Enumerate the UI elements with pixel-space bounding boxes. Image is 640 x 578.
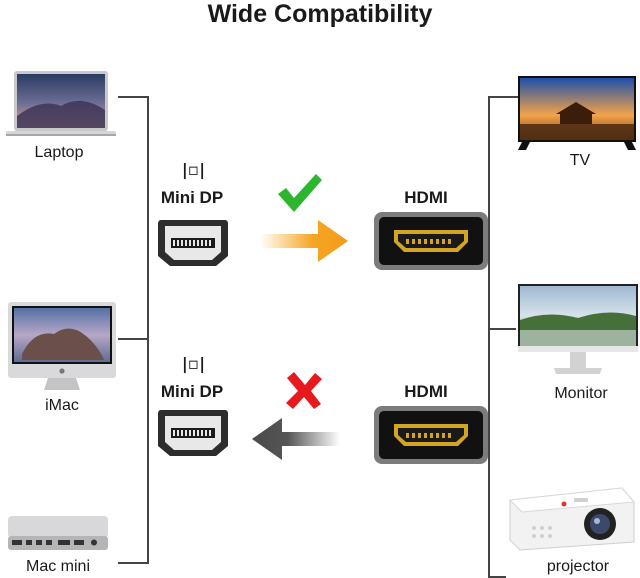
- page-title: Wide Compatibility: [207, 0, 433, 28]
- right-connector-projector: [488, 576, 506, 578]
- minidp-title-2: Mini DP: [160, 382, 224, 401]
- hdmi-title-1: HDMI: [404, 188, 448, 207]
- tv-device: [516, 74, 638, 154]
- projector-icon: [508, 487, 636, 551]
- status-not-supported: [284, 370, 324, 410]
- projector-label: projector: [546, 558, 610, 575]
- arrow-right-icon: [260, 220, 348, 262]
- minidp-port-2: [156, 406, 230, 458]
- tv-icon: [518, 76, 636, 150]
- laptop-device: [6, 68, 116, 138]
- hdmi-connector-icon-2: [374, 406, 488, 464]
- laptop-label: Laptop: [34, 144, 84, 161]
- hdmi-port-2: [374, 406, 488, 464]
- projector-device: [504, 484, 636, 554]
- right-connector-tv: [488, 96, 518, 98]
- tv-label: TV: [569, 152, 591, 169]
- right-connector-monitor: [488, 328, 516, 330]
- left-connector-line: [147, 96, 149, 564]
- hdmi-title-2: HDMI: [404, 382, 448, 401]
- left-connector-macmini: [118, 562, 149, 564]
- red-x-icon: [286, 372, 322, 409]
- monitor-icon: [518, 284, 638, 374]
- status-supported: [276, 172, 324, 214]
- mac-mini-icon: [8, 516, 108, 550]
- left-connector-imac: [118, 338, 149, 340]
- right-connector-line: [488, 96, 490, 578]
- hdmi-connector-icon: [374, 212, 488, 270]
- arrow-left-icon: [252, 418, 340, 460]
- minidp-title-1: Mini DP: [160, 188, 224, 207]
- monitor-label: Monitor: [554, 385, 608, 402]
- macmini-device: [8, 514, 108, 554]
- macmini-label: Mac mini: [25, 558, 90, 575]
- arrow-forward: [260, 218, 350, 264]
- minidp-port-1: [156, 216, 230, 268]
- monitor-device: [518, 284, 638, 376]
- imac-label: iMac: [45, 397, 79, 414]
- imac-icon: [8, 302, 116, 390]
- imac-device: [8, 300, 116, 392]
- hdmi-port-1: [374, 212, 488, 270]
- left-connector-laptop: [118, 96, 149, 98]
- laptop-icon: [6, 71, 116, 136]
- minidp-connector-icon-2: [158, 410, 228, 456]
- minidp-symbol-icon-2: |◻|: [180, 354, 207, 373]
- minidp-symbol-icon: |◻|: [180, 160, 207, 179]
- minidp-connector-icon: [158, 220, 228, 266]
- arrow-backward: [250, 416, 340, 462]
- green-check-icon: [278, 174, 322, 212]
